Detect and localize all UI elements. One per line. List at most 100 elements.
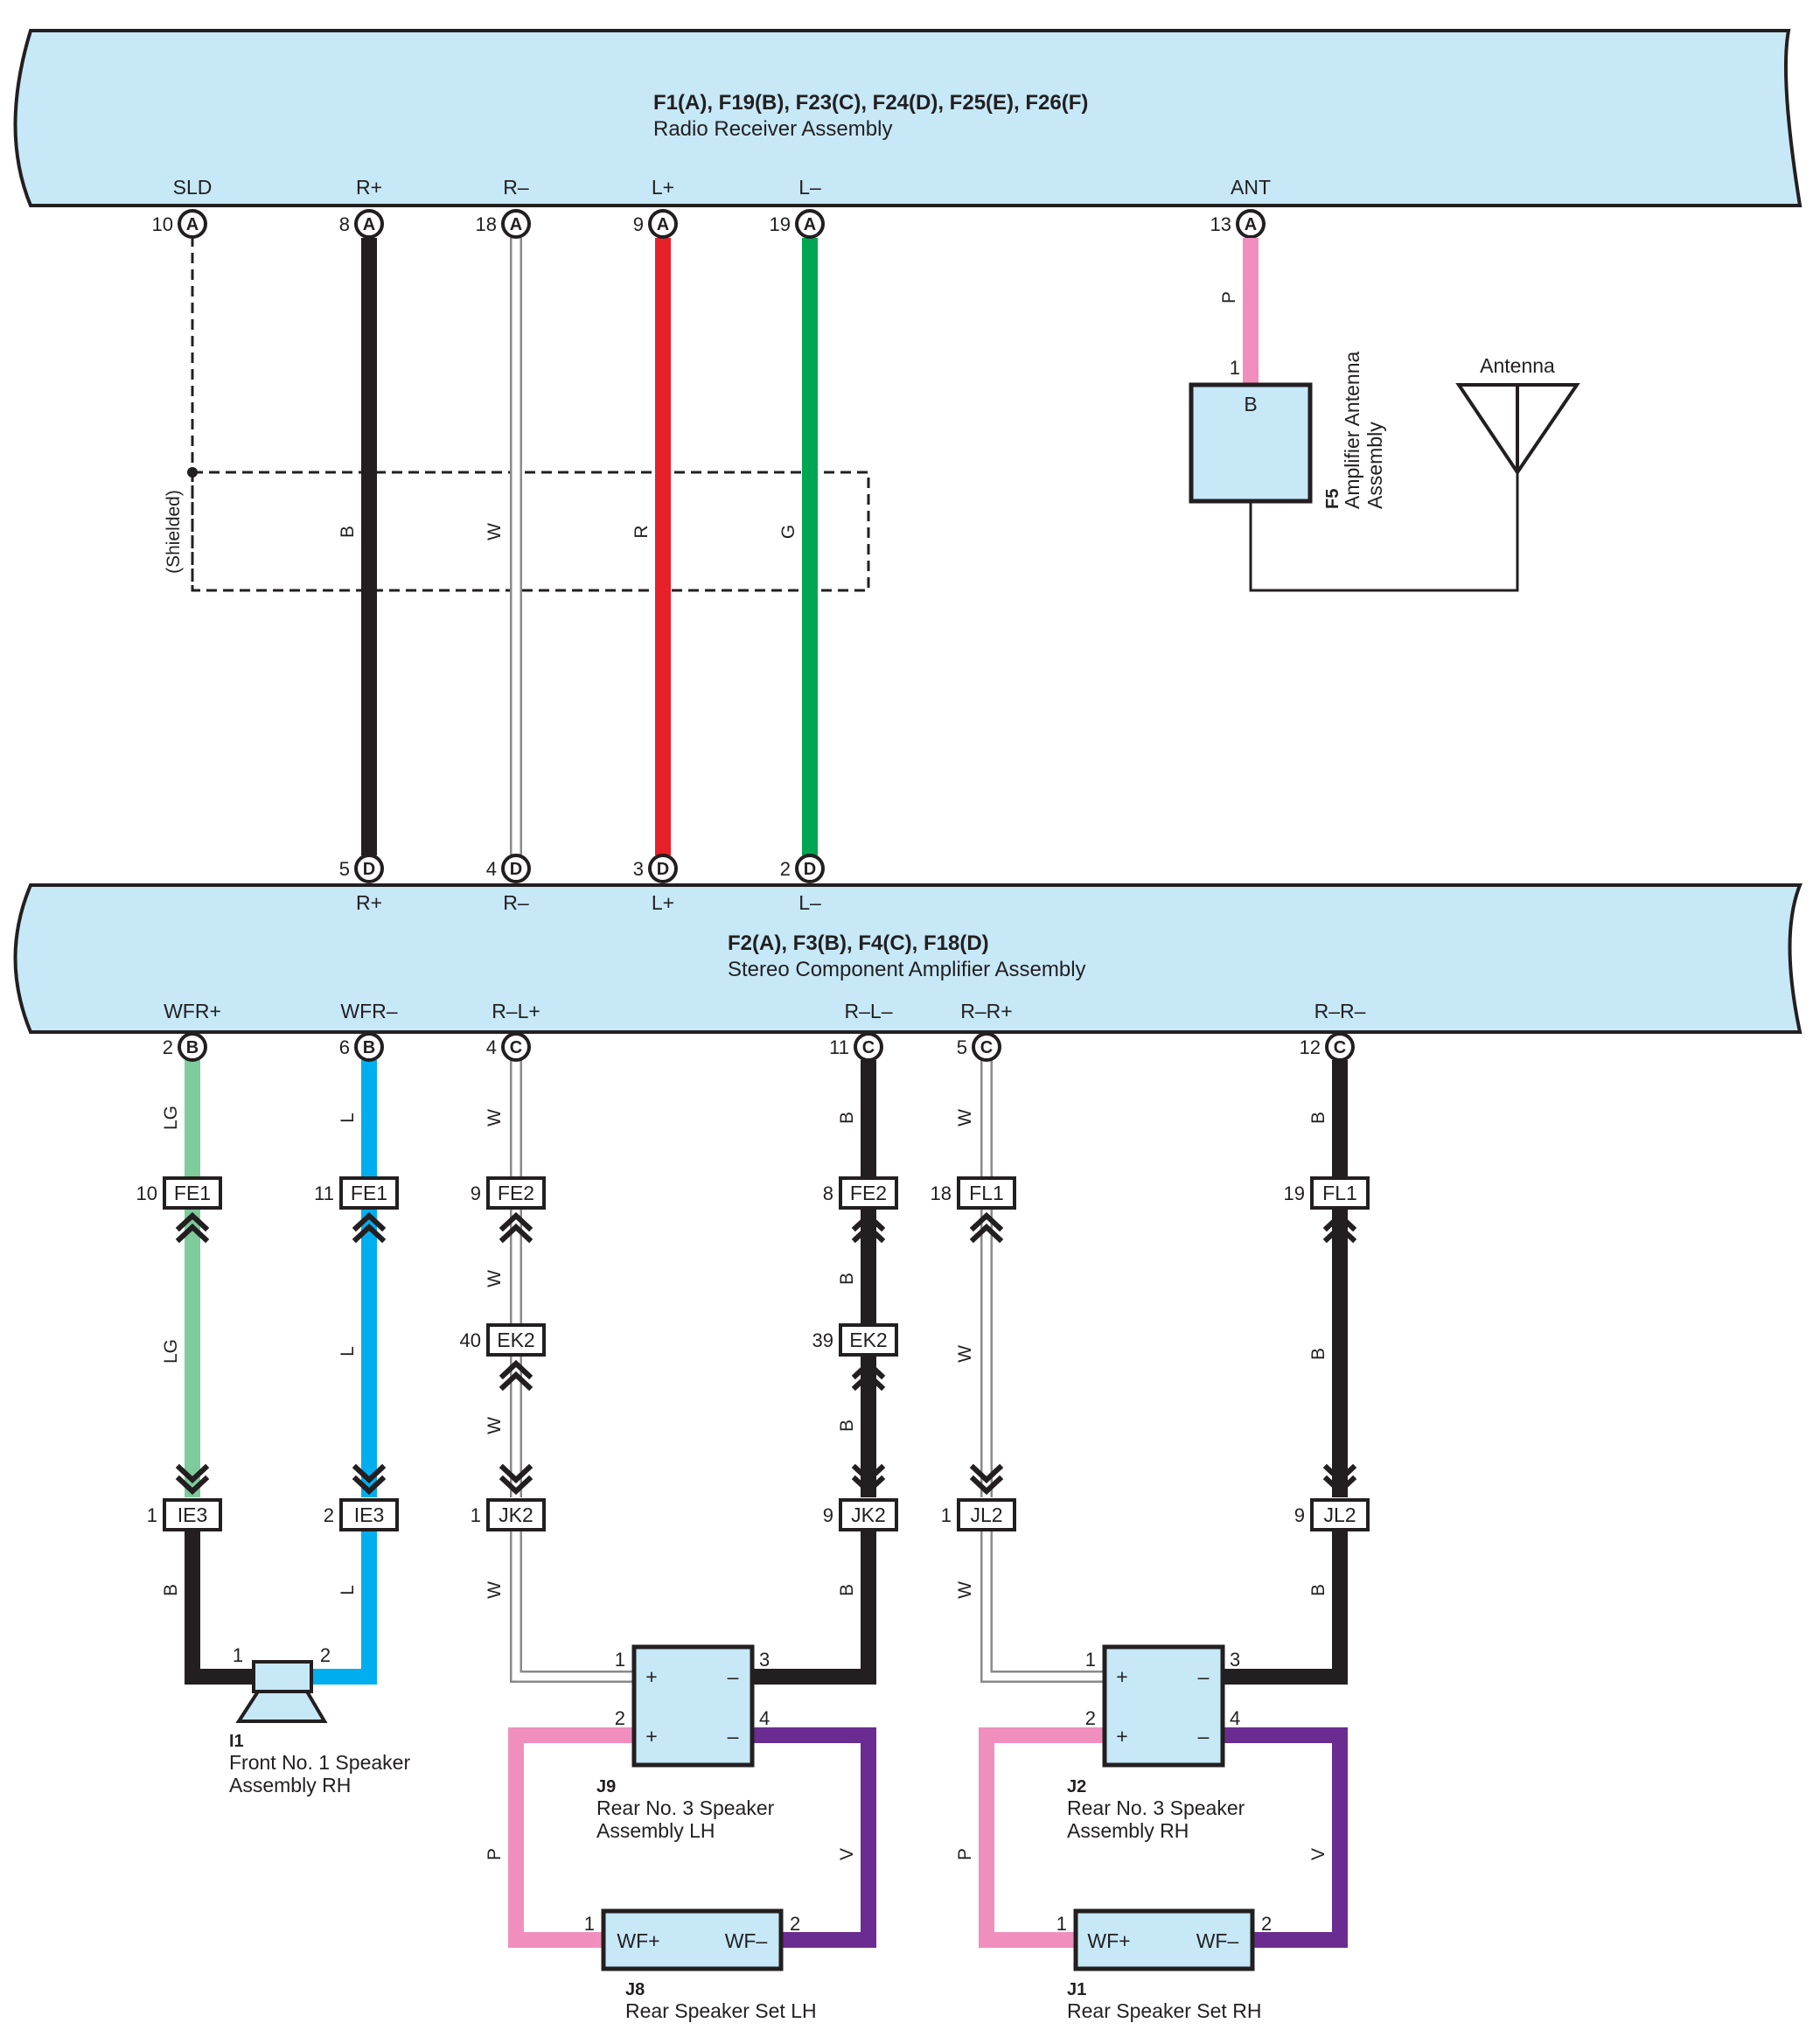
rear-right-set-term-a: WF+ [1087,1929,1130,1952]
amp-top-conn-r-plus: D [363,860,375,879]
amp-top-name-l-minus: L– [798,891,821,914]
receiver-pin-circle-l-plus [648,209,678,239]
wire-code-run5-seg0: B [1308,1112,1328,1124]
amp-bottom-conn-rr-minus: C [1334,1038,1346,1057]
rear-left-set-id: J8 [625,1980,645,1999]
conn-pin-fe1-a: 10 [136,1182,157,1204]
receiver-terminal-sld: SLD [173,176,213,199]
conn-id-ie3-a: IE3 [178,1503,208,1526]
conn-box-jk2-b [839,1498,898,1531]
wire-code-run1-seg1: L [338,1346,358,1357]
amp-bottom-pin-circle-rl-plus [501,1032,531,1062]
conn-pin-jk2-a: 1 [471,1504,481,1526]
conn-box-fe1-b [339,1176,399,1210]
rear-right-set-name: Rear Speaker Set RH [1067,1999,1261,2022]
rear-left-speaker-minus-top: – [728,1665,739,1688]
conn-id-fl1-a: FL1 [969,1182,1004,1204]
rear-right-set-id: J1 [1067,1980,1086,1999]
receiver-subtitle: Radio Receiver Assembly [653,117,892,141]
conn-box-ek2-a [486,1323,546,1357]
conn-box-jk2-a [486,1498,546,1531]
conn-id-ek2-a: EK2 [497,1329,534,1351]
wire-code-rear-right-p: P [955,1848,975,1860]
wire-rear-right-v [1223,1727,1348,1948]
receiver-conn-letter-r-plus: A [363,215,375,234]
rear-left-set-name: Rear Speaker Set LH [625,1999,817,2022]
conn-box-jl2-b [1310,1498,1370,1531]
receiver-pin-num-l-minus: 19 [770,213,791,235]
amp-top-pin-circle-l-plus [648,854,678,883]
amp-bottom-name-rl-plus: R–L+ [492,1000,540,1022]
rear-right-speaker-name-line2: Assembly RH [1067,1819,1189,1842]
conn-id-fe1-a: FE1 [174,1182,211,1204]
front-speaker-name-line1: Front No. 1 Speaker [229,1751,410,1774]
conn-id-jl2-b: JL2 [1323,1503,1356,1526]
conn-pin-ie3-a: 1 [147,1504,157,1526]
wire-code-run0-seg2: B [161,1584,181,1596]
receiver-terminal-r-minus: R– [503,176,529,199]
wire-front-spk-l [308,1531,377,1685]
conn-box-fl1-b [1310,1176,1370,1210]
wire-code-rear-left-v: V [837,1848,857,1860]
amp-bottom-pin-rl-minus: 11 [829,1036,849,1058]
conn-box-fe2-a [486,1176,546,1210]
conn-box-fe1-a [163,1176,222,1210]
rear-right-speaker-minus-bottom: – [1198,1725,1210,1748]
amp-top-pin-circle-l-minus [795,854,825,883]
shield-box [191,471,870,592]
rear-right-speaker-pin3: 3 [1230,1649,1240,1671]
amplifier-assembly-body [13,883,1803,1034]
rear-right-set-term-b: WF– [1196,1929,1239,1952]
wire-rl-minus-b-tail [752,1531,876,1685]
shield-junction [187,467,198,478]
receiver-conn-letter-r-minus: A [510,215,522,234]
rear-left-speaker-pin1: 1 [615,1649,625,1671]
amp-bottom-pin-rr-plus: 5 [957,1036,967,1058]
amp-top-name-l-plus: L+ [652,891,674,914]
conn-id-jk2-a: JK2 [499,1503,533,1526]
rear-left-speaker-plus-top: + [645,1665,657,1688]
rear-left-set-term-a: WF+ [617,1929,659,1952]
rear-left-set-term-b: WF– [725,1929,768,1952]
amp-top-pin-l-minus: 2 [780,858,791,880]
wire-code-w: W [485,523,505,541]
rear-right-speaker-minus-top: – [1198,1665,1210,1688]
receiver-pin-circle-r-minus [501,209,531,239]
amplifier-subtitle: Stereo Component Amplifier Assembly [728,958,1086,981]
receiver-conn-letter-l-minus: A [804,215,816,234]
receiver-pin-num-r-minus: 18 [476,213,497,235]
wire-code-run3-seg2: B [837,1420,857,1432]
wire-code-run3-seg3: B [837,1584,857,1596]
rear-left-set-pin-b: 2 [790,1913,800,1935]
amp-top-pin-circle-r-minus [501,854,531,883]
amp-bottom-pin-wfr-plus: 2 [163,1036,173,1058]
conn-pin-fe2-a: 9 [471,1182,481,1204]
conn-pin-fe1-b: 11 [314,1182,334,1204]
amp-bottom-name-rr-plus: R–R+ [960,1000,1012,1022]
wire-code-run1-seg2: L [338,1585,358,1595]
amp-bottom-name-wfr-minus: WFR– [340,1000,397,1022]
conn-pin-ek2-a: 40 [460,1329,481,1351]
conn-id-fe2-b: FE2 [850,1182,887,1204]
conn-box-fl1-a [957,1176,1016,1210]
rear-right-speaker-name-line1: Rear No. 3 Speaker [1067,1796,1245,1819]
receiver-pin-circle-r-plus [354,209,384,239]
amp-top-conn-l-minus: D [804,860,816,879]
rear-right-speaker-id: J2 [1067,1777,1086,1796]
front-speaker-pin-a: 1 [233,1644,243,1666]
wire-code-run3-seg1: B [837,1273,857,1285]
amp-bottom-conn-rr-plus: C [980,1038,993,1057]
rear-right-speaker-box [1102,1644,1225,1768]
conn-pin-ek2-b: 39 [812,1329,833,1351]
receiver-pin-circle-ant [1236,209,1266,239]
amp-bottom-pin-circle-rr-plus [972,1032,1001,1062]
receiver-title: F1(A), F19(B), F23(C), F24(D), F25(E), F… [653,91,1088,115]
rear-left-speaker-name-line1: Rear No. 3 Speaker [596,1796,775,1819]
amp-top-pin-l-plus: 3 [633,858,644,880]
amp-bottom-pin-circle-rr-minus [1325,1032,1355,1062]
receiver-terminal-ant: ANT [1231,176,1271,199]
amp-bottom-conn-wfr-plus: B [186,1038,199,1057]
conn-box-ek2-b [839,1323,898,1357]
speaker-icon [235,1660,328,1723]
amp-antenna-name-line1: Amplifier Antenna [1341,352,1363,509]
